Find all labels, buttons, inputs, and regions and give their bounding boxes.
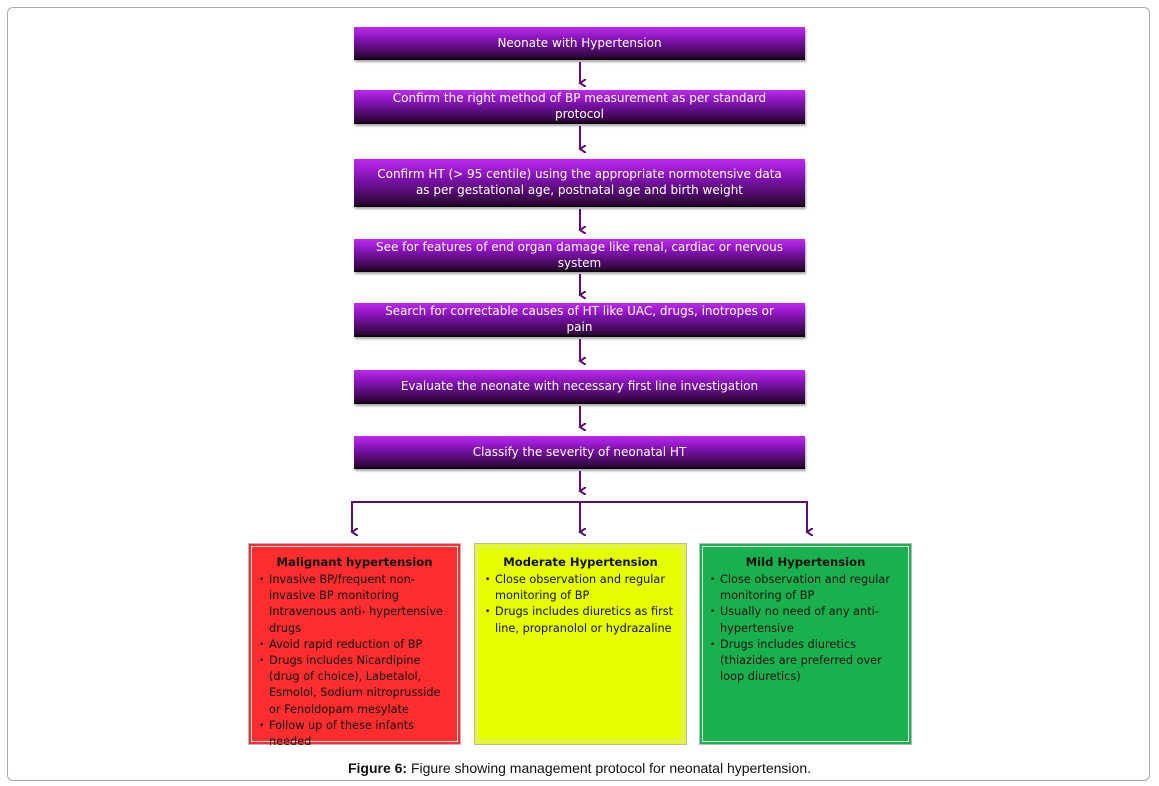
- step-confirm-bp-method: Confirm the right method of BP measureme…: [354, 90, 805, 124]
- moderate-items: Close observation and regular monitoring…: [485, 572, 676, 637]
- step-label: Search for correctable causes of HT like…: [385, 304, 774, 334]
- step-correctable-causes: Search for correctable causes of HT like…: [354, 303, 805, 337]
- list-item: Close observation and regular monitoring…: [485, 572, 676, 604]
- malignant-items: Invasive BP/frequent non-invasive BP mon…: [259, 572, 450, 750]
- box-title: Moderate Hypertension: [503, 555, 658, 569]
- mild-hypertension-box: Mild Hypertension Close observation and …: [699, 543, 912, 745]
- moderate-hypertension-box: Moderate Hypertension Close observation …: [474, 543, 687, 745]
- step-label: Classify the severity of neonatal HT: [472, 444, 687, 459]
- step-neonate-with-hypertension: Neonate with Hypertension: [354, 27, 805, 60]
- list-item: Close observation and regular monitoring…: [710, 572, 901, 604]
- malignant-hypertension-box: Malignant hypertension Invasive BP/frequ…: [248, 543, 461, 748]
- step-label: Confirm HT (> 95 centile) using the appr…: [377, 167, 782, 197]
- list-item: Drugs includes diuretics as first line, …: [485, 604, 676, 636]
- step-label: Confirm the right method of BP measureme…: [392, 91, 767, 121]
- list-item: Avoid rapid reduction of BP: [259, 637, 450, 653]
- step-label: See for features of end organ damage lik…: [375, 239, 784, 270]
- step-label: Neonate with Hypertension: [497, 35, 662, 50]
- list-item: Usually no need of any anti-hypertensive: [710, 604, 901, 636]
- step-confirm-ht: Confirm HT (> 95 centile) using the appr…: [354, 159, 805, 207]
- box-title: Malignant hypertension: [276, 555, 433, 569]
- step-label: Evaluate the neonate with necessary firs…: [400, 379, 759, 393]
- step-first-line-investigation: Evaluate the neonate with necessary firs…: [354, 370, 805, 404]
- list-item: Drugs includes Nicardipine (drug of choi…: [259, 653, 450, 718]
- caption-text: Figure showing management protocol for n…: [407, 760, 812, 776]
- box-title: Mild Hypertension: [745, 555, 866, 569]
- caption-label: Figure 6:: [347, 760, 408, 776]
- list-item: Invasive BP/frequent non-invasive BP mon…: [259, 572, 450, 637]
- figure-caption: Figure 6: Figure showing management prot…: [0, 760, 1159, 776]
- list-item: Follow up of these infants needed: [259, 718, 450, 750]
- step-classify-severity: Classify the severity of neonatal HT: [354, 436, 805, 469]
- mild-items: Close observation and regular monitoring…: [710, 572, 901, 685]
- list-item: Drugs includes diuretics (thiazides are …: [710, 637, 901, 686]
- step-end-organ-damage: See for features of end organ damage lik…: [354, 239, 805, 272]
